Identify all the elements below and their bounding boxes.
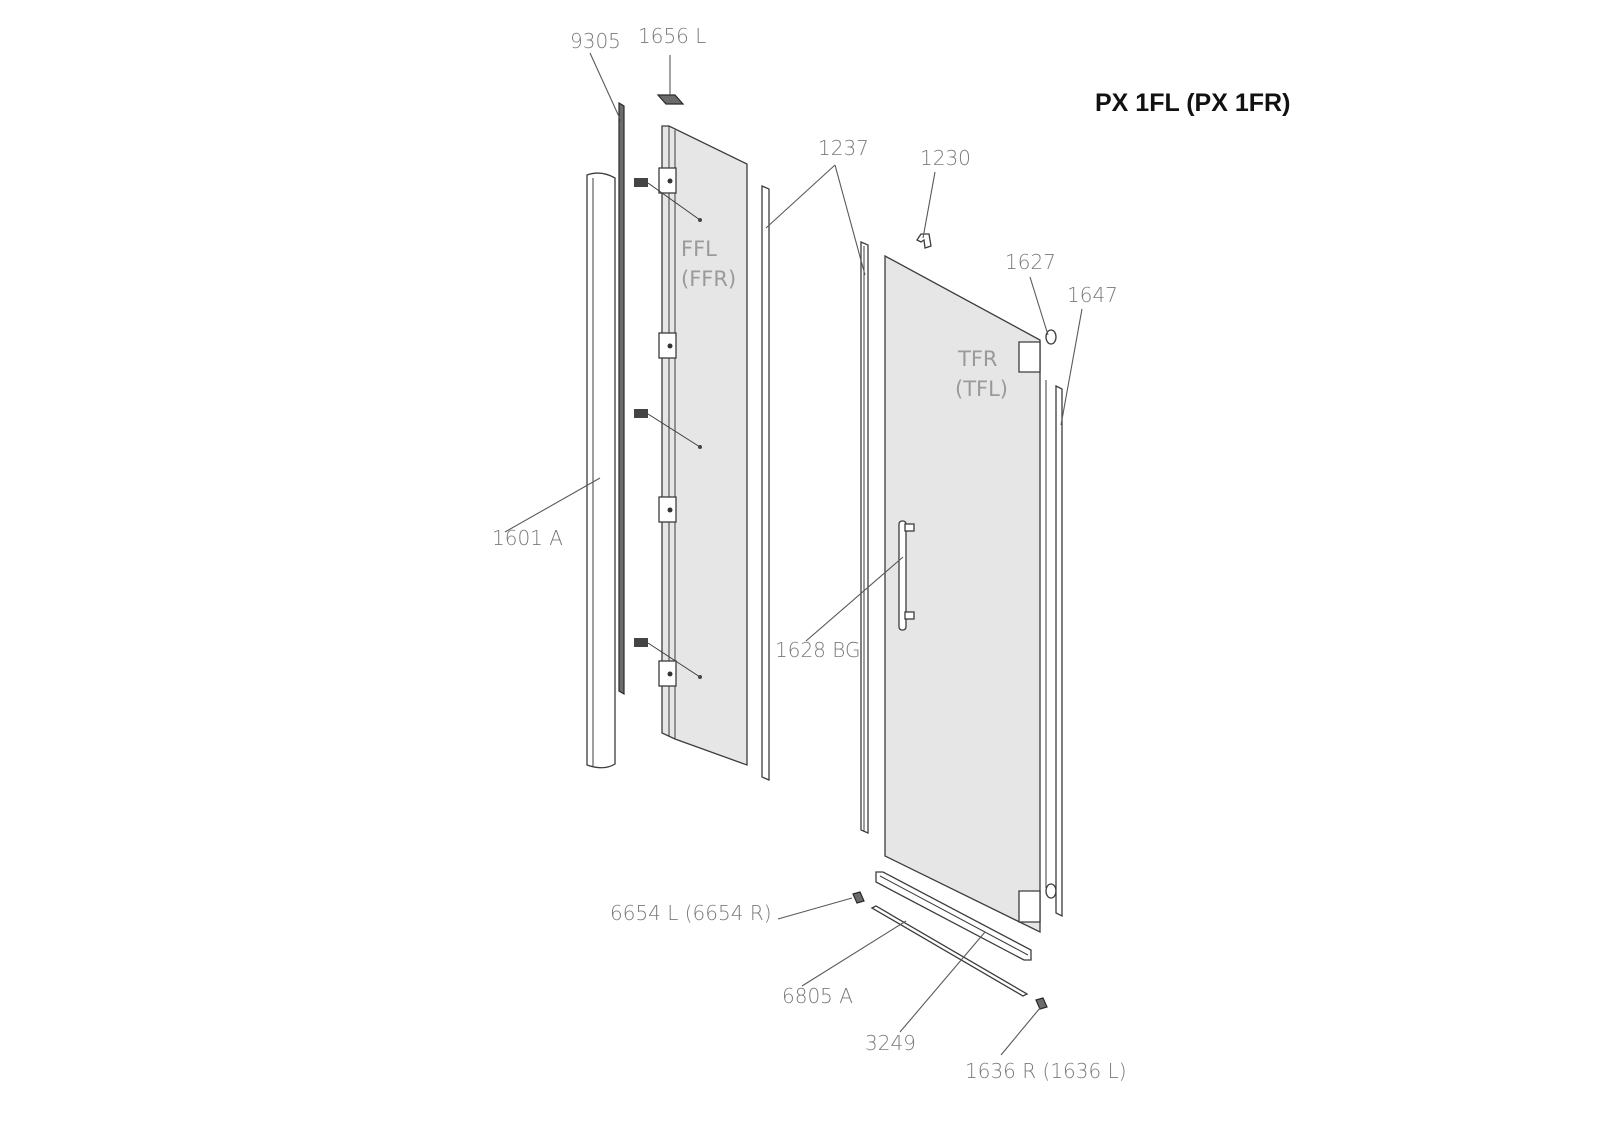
cap-1627-lower: [1045, 883, 1057, 899]
part-label-1656: 1656 L: [638, 24, 706, 48]
part-label-1647: 1647: [1067, 283, 1118, 307]
part-label-3249: 3249: [865, 1031, 916, 1055]
door-glass-panel: [884, 254, 1041, 934]
door-handle-1628: [898, 520, 915, 631]
part-label-1627: 1627: [1005, 250, 1056, 274]
clip-1230: [916, 233, 932, 249]
fixed-panel-label-alt: (FFR): [681, 267, 736, 291]
wall-bracket: [658, 496, 677, 523]
cap-1627: [1045, 329, 1057, 345]
part-label-6654: 6654 L (6654 R): [610, 901, 772, 925]
part-label-1628: 1628 BG: [775, 638, 861, 662]
door-panel-label: TFR: [957, 347, 998, 371]
door-hinge-top: [1018, 341, 1041, 373]
part-label-1230: 1230: [920, 146, 971, 170]
wall-bracket: [658, 332, 677, 359]
leader-lines: [504, 52, 1083, 1056]
wall-bracket: [658, 167, 677, 194]
wall-profile-1601: [586, 172, 616, 769]
wall-anchor: [634, 638, 702, 679]
part-label-1601: 1601 A: [492, 526, 563, 550]
sweep-6805: [870, 905, 1029, 997]
end-cap-1636: [1035, 997, 1048, 1010]
door-panel-label-alt: (TFL): [955, 377, 1008, 401]
part-label-9305: 9305: [570, 29, 621, 53]
end-cap-6654: [852, 891, 865, 904]
seal-strip-1237: [761, 185, 770, 781]
wall-bracket: [658, 660, 677, 687]
wall-anchor: [634, 178, 702, 222]
seal-strip-9305: [618, 101, 625, 696]
wall-anchor: [634, 409, 702, 449]
fixed-panel-label: FFL: [681, 237, 717, 261]
diagram-title: PX 1FL (PX 1FR): [1095, 89, 1290, 117]
part-label-1636: 1636 R (1636 L): [965, 1059, 1127, 1083]
part-label-6805: 6805 A: [782, 984, 853, 1008]
door-hinge-bottom: [1018, 890, 1041, 923]
magnetic-profile-1647: [1055, 384, 1063, 918]
part-label-1237: 1237: [818, 136, 869, 160]
end-cap-1656: [656, 94, 685, 105]
